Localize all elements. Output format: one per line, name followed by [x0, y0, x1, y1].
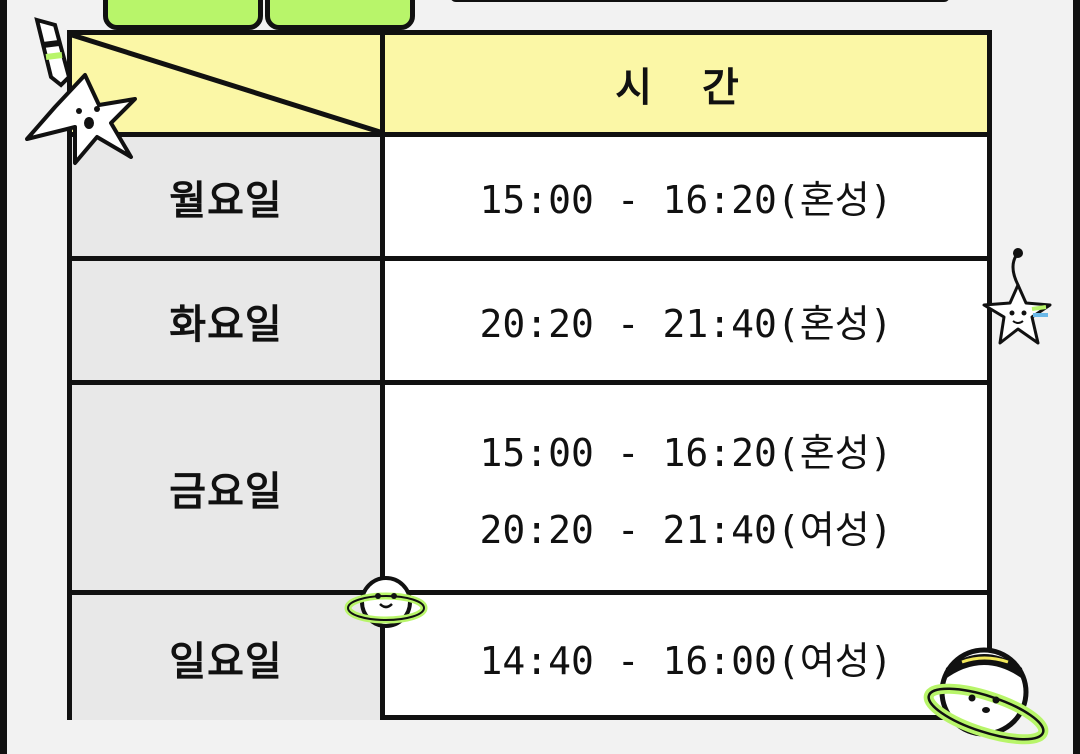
right-frame-edge — [1073, 0, 1080, 754]
planet-face-icon — [923, 647, 1049, 745]
day-cell: 월요일 — [72, 137, 385, 256]
day-label: 금요일 — [169, 468, 283, 515]
header-corner-cell — [72, 35, 385, 132]
time-slot: 15:00 - 16:20(혼성) — [479, 430, 893, 475]
star-character-icon — [982, 248, 1052, 345]
table-row: 일요일 14:40 - 16:00(여성) — [72, 595, 987, 720]
header-time-label: 시 간 — [615, 64, 757, 111]
table-row: 월요일 15:00 - 16:20(혼성) — [72, 137, 987, 261]
top-green-badge-left — [103, 0, 263, 30]
header-time-cell: 시 간 — [385, 35, 987, 132]
time-slot: 14:40 - 16:00(여성) — [479, 639, 893, 683]
time-slot: 15:00 - 16:20(혼성) — [479, 178, 893, 222]
day-cell: 금요일 — [72, 385, 385, 590]
planet-character-icon — [344, 576, 428, 628]
day-label: 화요일 — [169, 301, 283, 348]
rocket-star-icon — [25, 17, 137, 165]
table-header-row: 시 간 — [72, 35, 987, 137]
time-cell: 20:20 - 21:40(혼성) — [385, 261, 987, 380]
table-row: 화요일 20:20 - 21:40(혼성) — [72, 261, 987, 385]
day-cell: 일요일 — [72, 595, 385, 720]
day-cell: 화요일 — [72, 261, 385, 380]
diagonal-divider — [72, 35, 380, 132]
time-slot: 20:20 - 21:40(여성) — [479, 507, 893, 552]
day-label: 월요일 — [169, 177, 283, 224]
schedule-table: 시 간 월요일 15:00 - 16:20(혼성) 화요일 20:20 - 21… — [67, 30, 992, 720]
time-cell: 15:00 - 16:20(혼성) 20:20 - 21:40(여성) — [385, 385, 987, 590]
top-title-fragment — [450, 0, 950, 2]
table-row: 금요일 15:00 - 16:20(혼성) 20:20 - 21:40(여성) — [72, 385, 987, 595]
top-green-badge-right — [265, 0, 415, 30]
left-frame-edge — [0, 0, 7, 754]
time-cell: 15:00 - 16:20(혼성) — [385, 137, 987, 256]
day-label: 일요일 — [169, 638, 283, 685]
time-cell: 14:40 - 16:00(여성) — [385, 595, 987, 720]
time-slot: 20:20 - 21:40(혼성) — [479, 302, 893, 346]
